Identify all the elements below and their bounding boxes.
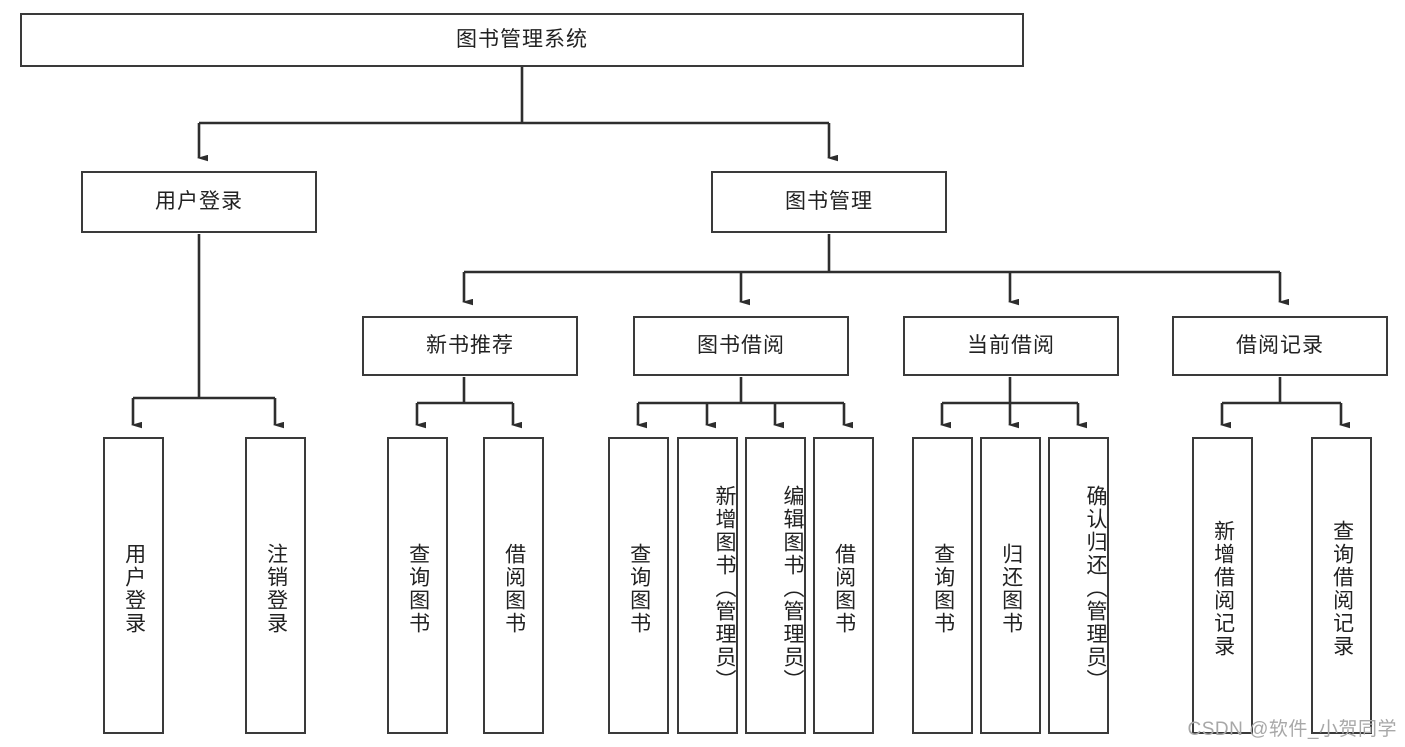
node-book-borrow[interactable]: 图书借阅 bbox=[633, 316, 849, 376]
node-leaf-confirm-return-label: 确认归还（管理员） bbox=[1084, 485, 1107, 692]
node-leaf-query-book-3-label: 查询图书 bbox=[931, 542, 955, 635]
node-leaf-user-login[interactable]: 用户登录 bbox=[103, 437, 164, 734]
node-new-book-recommend[interactable]: 新书推荐 bbox=[362, 316, 578, 376]
node-current-borrow[interactable]: 当前借阅 bbox=[903, 316, 1119, 376]
node-borrow-record-label: 借阅记录 bbox=[1236, 333, 1324, 357]
node-root-label: 图书管理系统 bbox=[456, 27, 588, 51]
node-leaf-confirm-return[interactable]: 确认归还（管理员） bbox=[1048, 437, 1109, 734]
node-leaf-borrow-book-1[interactable]: 借阅图书 bbox=[483, 437, 544, 734]
node-leaf-borrow-book-1-label: 借阅图书 bbox=[502, 542, 526, 635]
node-leaf-borrow-book-2[interactable]: 借阅图书 bbox=[813, 437, 874, 734]
node-leaf-query-record-label: 查询借阅记录 bbox=[1330, 519, 1354, 658]
node-leaf-return-book[interactable]: 归还图书 bbox=[980, 437, 1041, 734]
node-book-manage-label: 图书管理 bbox=[785, 189, 873, 213]
node-leaf-borrow-book-2-label: 借阅图书 bbox=[832, 542, 856, 635]
node-leaf-query-book-1-label: 查询图书 bbox=[406, 542, 430, 635]
node-user-login[interactable]: 用户登录 bbox=[81, 171, 317, 233]
node-book-borrow-label: 图书借阅 bbox=[697, 333, 785, 357]
node-leaf-add-book-label: 新增图书（管理员） bbox=[713, 485, 736, 692]
node-new-book-recommend-label: 新书推荐 bbox=[426, 333, 514, 357]
node-leaf-return-book-label: 归还图书 bbox=[999, 542, 1023, 635]
node-leaf-add-record[interactable]: 新增借阅记录 bbox=[1192, 437, 1253, 734]
node-leaf-logout-login-label: 注销登录 bbox=[264, 542, 288, 635]
node-current-borrow-label: 当前借阅 bbox=[967, 333, 1055, 357]
node-leaf-query-book-1[interactable]: 查询图书 bbox=[387, 437, 448, 734]
node-leaf-user-login-label: 用户登录 bbox=[122, 542, 146, 635]
node-leaf-query-book-3[interactable]: 查询图书 bbox=[912, 437, 973, 734]
node-leaf-query-record[interactable]: 查询借阅记录 bbox=[1311, 437, 1372, 734]
node-user-login-label: 用户登录 bbox=[155, 189, 243, 213]
node-leaf-edit-book-label: 编辑图书（管理员） bbox=[781, 485, 804, 692]
node-leaf-logout-login[interactable]: 注销登录 bbox=[245, 437, 306, 734]
node-leaf-add-record-label: 新增借阅记录 bbox=[1211, 519, 1235, 658]
node-leaf-query-book-2-label: 查询图书 bbox=[627, 542, 651, 635]
node-leaf-add-book[interactable]: 新增图书（管理员） bbox=[677, 437, 738, 734]
node-leaf-query-book-2[interactable]: 查询图书 bbox=[608, 437, 669, 734]
node-root[interactable]: 图书管理系统 bbox=[20, 13, 1024, 67]
node-borrow-record[interactable]: 借阅记录 bbox=[1172, 316, 1388, 376]
node-leaf-edit-book[interactable]: 编辑图书（管理员） bbox=[745, 437, 806, 734]
node-book-manage[interactable]: 图书管理 bbox=[711, 171, 947, 233]
watermark: CSDN @软件_小贺同学 bbox=[1187, 719, 1397, 740]
